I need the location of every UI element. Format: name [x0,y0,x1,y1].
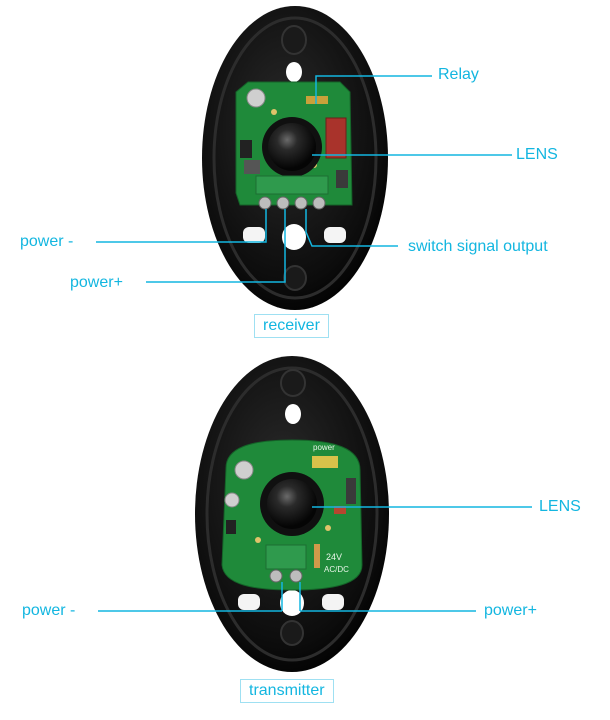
transmitter-power-plus-label: power+ [484,602,537,619]
receiver-switch-signal-output-label: switch signal output [408,238,548,255]
transmitter-lens-label: LENS [539,498,581,515]
transmitter-cable-hole [280,590,304,616]
transmitter-pcb-acdc-text: AC/DC [324,565,349,574]
transmitter-leader-lines [98,506,532,612]
receiver-relay-label: Relay [438,66,479,83]
transmitter-lens-icon [267,479,317,529]
receiver-caption: receiver [254,314,329,338]
transmitter-terminal-block [265,544,307,570]
transmitter-pcb-power-text: power [313,443,335,452]
transmitter-power-minus-label: power - [22,602,76,619]
transmitter-pcb-voltage-text: 24V [326,552,342,562]
receiver-relay-icon [325,117,347,159]
receiver-chip-icon [240,140,252,158]
transmitter-module-icon [312,456,338,468]
transmitter-cable-slot-left [238,594,260,610]
receiver-cable-slot-right [324,227,346,243]
receiver-capacitor-icon [246,88,266,108]
receiver-terminal-block [255,175,329,195]
transmitter-bottom-mount-hole [280,620,304,646]
receiver-lens-icon [268,123,316,171]
receiver-lens-label: LENS [516,146,558,163]
receiver-pcb [235,81,353,210]
receiver-cable-slot-left [243,227,265,243]
transmitter-capacitor-icon [234,460,254,480]
transmitter-top-mount-hole [280,369,306,424]
transmitter-cable-slot-right [322,594,344,610]
receiver-top-mount-hole [281,25,307,82]
receiver-leader-lines [96,75,512,283]
receiver-power-plus-label: power+ [70,274,123,291]
transmitter-pcb: power 24V AC/DC [221,439,363,591]
receiver-cable-hole [282,224,306,250]
receiver-power-minus-label: power - [20,233,74,250]
transmitter-caption: transmitter [240,679,334,703]
receiver-bottom-mount-hole [283,265,307,291]
